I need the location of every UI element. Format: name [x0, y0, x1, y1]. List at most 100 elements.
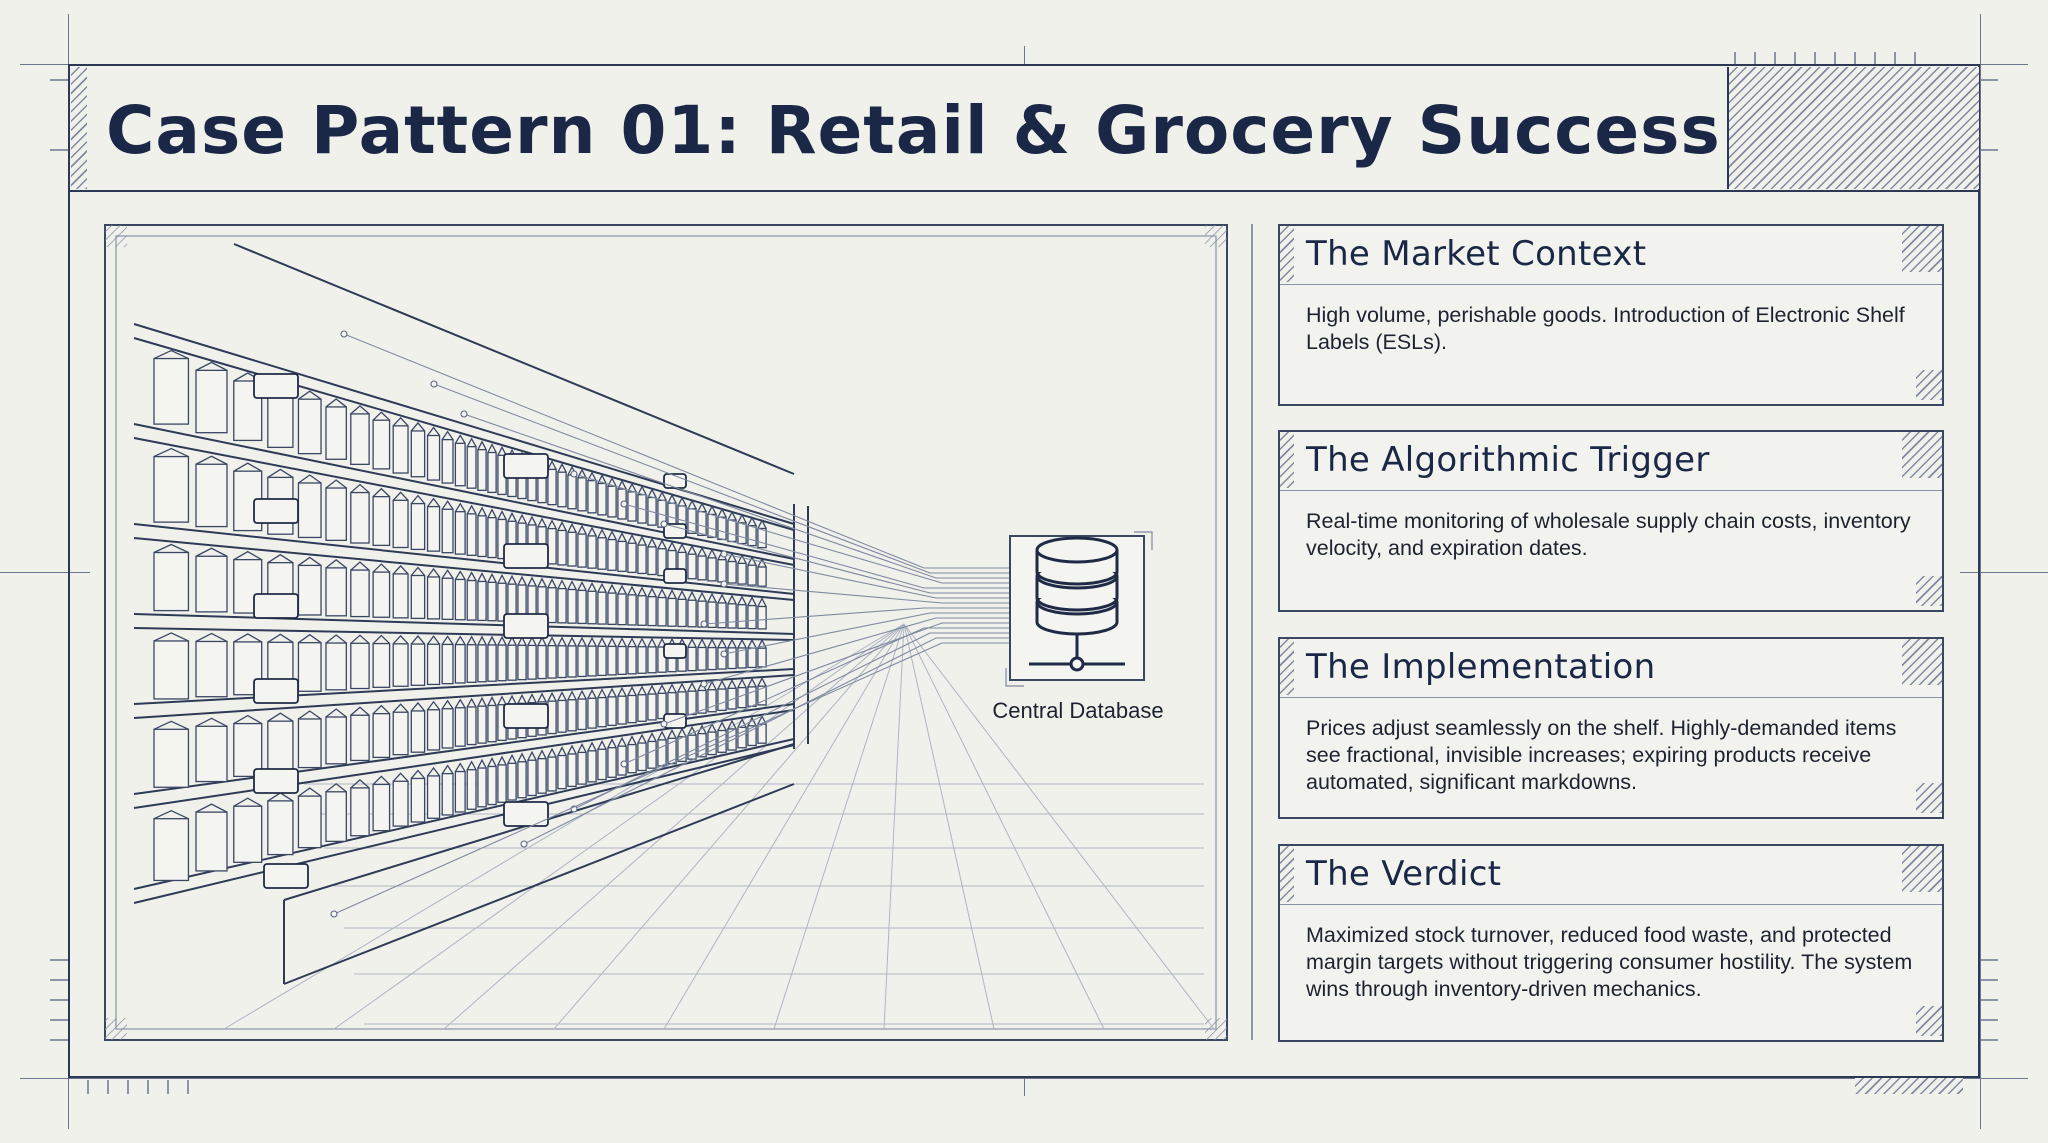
- product-top: [325, 398, 347, 408]
- product-box: [392, 425, 409, 474]
- product-box: [737, 522, 747, 545]
- product-box: [477, 767, 487, 808]
- title-bar: [68, 64, 1980, 192]
- product-top: [527, 515, 537, 526]
- shelf-label: [663, 713, 687, 729]
- product-box: [637, 646, 647, 674]
- card-stripe: [1280, 226, 1294, 282]
- connector-node: [660, 720, 668, 728]
- product-top: [727, 510, 737, 521]
- shelf-label: [503, 543, 549, 569]
- product-box: [410, 574, 426, 620]
- product-box: [607, 696, 617, 727]
- product-box: [426, 643, 441, 686]
- product-top: [497, 510, 507, 520]
- card-verdict: The Verdict Maximized stock turnover, re…: [1278, 844, 1944, 1042]
- product-top: [727, 678, 737, 689]
- product-box: [617, 745, 627, 776]
- product-box: [372, 419, 391, 470]
- product-top: [587, 741, 597, 752]
- card-body: High volume, perishable goods. Introduct…: [1306, 303, 1905, 354]
- product-box: [637, 595, 647, 626]
- product-box: [297, 718, 322, 769]
- product-top: [441, 635, 454, 645]
- shelf-edge: [133, 627, 795, 641]
- product-top: [747, 596, 757, 606]
- shelf-label: [503, 613, 549, 639]
- product-box: [153, 551, 190, 612]
- product-top: [677, 496, 687, 507]
- product-box: [507, 762, 517, 801]
- product-top: [647, 537, 657, 548]
- product-box: [577, 533, 587, 568]
- product-box: [537, 644, 547, 680]
- product-box: [747, 525, 757, 547]
- product-top: [707, 638, 717, 648]
- product-box: [607, 538, 617, 571]
- product-top: [677, 542, 687, 553]
- product-top: [427, 635, 441, 645]
- product-box: [350, 413, 370, 465]
- product-box: [737, 686, 747, 709]
- product-box: [747, 564, 757, 586]
- card-market-context: The Market Context High volume, perishab…: [1278, 224, 1944, 406]
- product-top: [727, 719, 737, 730]
- shelf-edge: [133, 668, 795, 705]
- product-top: [372, 704, 391, 715]
- product-box: [717, 602, 727, 629]
- product-top: [441, 500, 454, 510]
- product-box: [441, 643, 454, 685]
- product-top: [325, 708, 347, 718]
- connector-node: [720, 650, 728, 658]
- product-box: [477, 515, 487, 558]
- product-box: [637, 544, 647, 575]
- product-top: [537, 517, 547, 528]
- product-top: [667, 541, 677, 551]
- product-top: [587, 581, 597, 592]
- product-box: [195, 811, 228, 872]
- product-top: [557, 636, 567, 647]
- product-box: [647, 596, 657, 627]
- guide-line: [1960, 572, 2048, 573]
- product-box: [607, 747, 617, 778]
- shelf-label: [663, 523, 687, 539]
- product-box: [466, 644, 477, 683]
- product-box: [527, 759, 537, 797]
- product-box: [757, 723, 767, 744]
- guide-line: [1024, 46, 1025, 64]
- product-top: [607, 583, 617, 594]
- product-box: [627, 694, 637, 724]
- product-top: [607, 476, 617, 487]
- product-box: [617, 695, 627, 725]
- card-algorithmic-trigger: The Algorithmic Trigger Real-time monito…: [1278, 430, 1944, 612]
- product-box: [441, 772, 454, 816]
- card-corner: [1916, 783, 1942, 813]
- product-top: [567, 744, 577, 755]
- product-box: [392, 573, 409, 619]
- product-top: [597, 582, 607, 593]
- page-title: Case Pattern 01: Retail & Grocery Succes…: [106, 92, 1721, 169]
- shelf-label: [263, 863, 309, 889]
- product-top: [427, 426, 441, 436]
- product-top: [657, 683, 667, 694]
- shelf-edge: [133, 613, 795, 635]
- connector-node: [700, 680, 708, 688]
- shelf-label: [253, 373, 299, 399]
- product-box: [687, 599, 697, 628]
- product-top: [567, 636, 577, 647]
- product-box: [527, 644, 537, 680]
- product-box: [350, 491, 370, 544]
- product-top: [547, 519, 557, 529]
- product-top: [727, 594, 737, 605]
- product-box: [297, 398, 322, 455]
- product-top: [737, 678, 747, 688]
- product-box: [497, 518, 507, 560]
- product-box: [466, 579, 477, 621]
- card-stripe: [1280, 639, 1294, 695]
- product-top: [667, 589, 677, 599]
- product-top: [667, 683, 677, 693]
- product-box: [297, 795, 322, 849]
- product-box: [497, 764, 507, 803]
- product-top: [392, 491, 409, 501]
- product-top: [441, 569, 454, 579]
